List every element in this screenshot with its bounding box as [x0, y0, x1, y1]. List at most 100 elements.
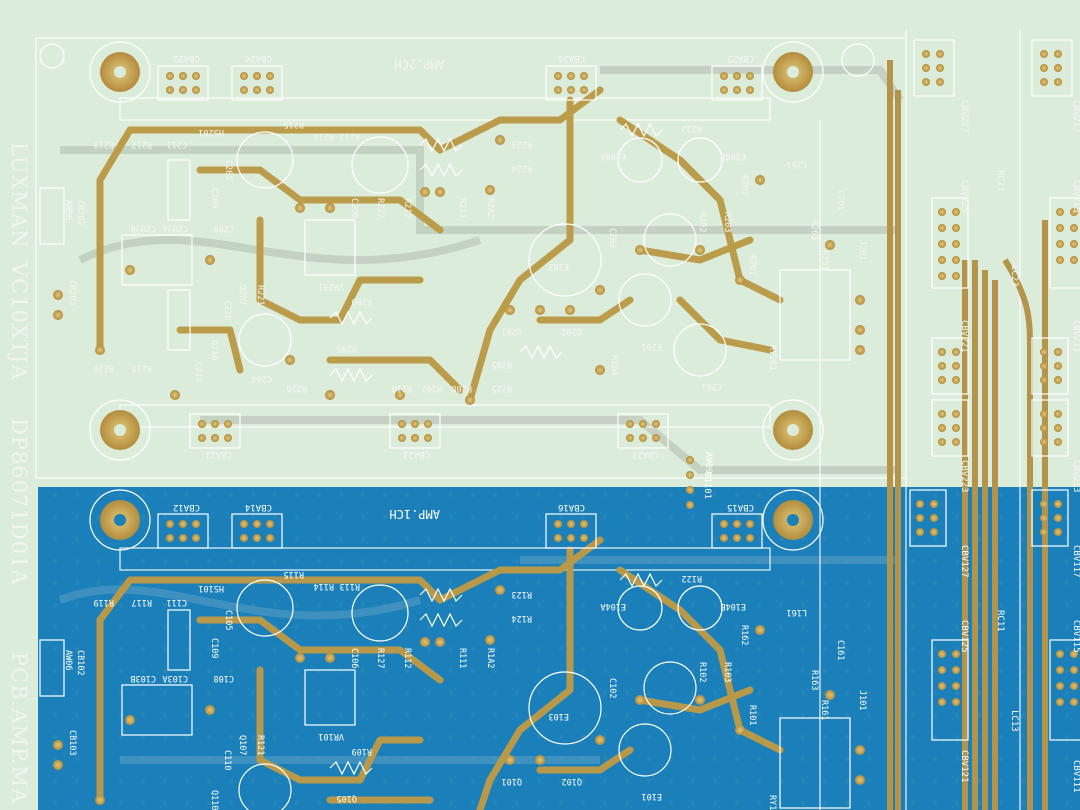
ref-label: R109 [352, 746, 372, 756]
right-label: CBV121 [959, 750, 969, 783]
conn-label: CBA21 [205, 449, 232, 459]
conn-label: CBA15 [727, 502, 754, 512]
ref-label: C109 [209, 638, 219, 658]
ref-label: C205 [223, 160, 233, 180]
ref-label: E101 [642, 791, 662, 801]
conn-label: CBA27 [632, 449, 659, 459]
ref-label: Q101 [502, 776, 522, 786]
right-label: CBV111 [1071, 760, 1080, 793]
right-label: CBV211 [1071, 320, 1080, 353]
right-label: CBV227 [959, 100, 969, 133]
ref-label: VR201 [318, 281, 344, 291]
ref-label: E104A [600, 601, 626, 611]
mounting-holes [39, 41, 875, 551]
conn-label: CBA25 [727, 53, 754, 63]
right-label: RC11 [995, 610, 1005, 632]
ref-label: R218 [132, 363, 152, 373]
ref-label: Q201 [502, 326, 522, 336]
ref-label: R119 [94, 597, 114, 607]
ref-label: C261 [835, 190, 845, 210]
right-label: LC23 [1009, 265, 1019, 287]
ref-label: R223 [512, 139, 532, 149]
ref-label: R203 [722, 212, 732, 232]
ref-label: CB203 [67, 280, 77, 306]
copper-traces-ch2 [96, 86, 784, 404]
ref-label: R262 [739, 175, 749, 195]
ref-label: E203 [549, 261, 569, 271]
ref-label: HS101 [198, 583, 224, 593]
ref-label: R212 [402, 198, 412, 218]
ref-label: C108 [214, 673, 234, 683]
ref-label: Q210 [209, 340, 219, 360]
ref-label: R102 [697, 662, 707, 682]
right-label: CBV223 [959, 460, 969, 493]
right-label: LC13 [1009, 710, 1019, 732]
ref-label: C103B [130, 673, 156, 683]
conn-label: CBA14 [245, 502, 272, 512]
ref-label: CB102 [75, 650, 85, 676]
ref-label: R163 [809, 670, 819, 690]
ref-label: R101 [747, 705, 757, 725]
ref-label: Q207 [237, 285, 247, 305]
conn-label: CBA24 [245, 53, 272, 63]
right-label: RC21 [995, 170, 1005, 192]
connector-headers [157, 39, 1080, 741]
ref-label: L261 [787, 159, 807, 169]
ref-label: R121 [255, 735, 265, 755]
ref-label: C103A [162, 673, 188, 683]
ref-label: R207 [422, 383, 442, 393]
ref-label: Q105 [337, 793, 357, 803]
ref-label: C209 [209, 188, 219, 208]
ref-label: C110 [222, 750, 232, 770]
ref-label: HS201 [198, 127, 224, 137]
ref-label: R117 [132, 597, 152, 607]
ref-label: R225 [492, 383, 512, 393]
solder-pads [53, 135, 865, 805]
brand-text: LUXMAN [7, 142, 31, 249]
ref-label: J201 [857, 240, 867, 260]
ref-label: R204 [609, 355, 619, 375]
ref-label: CB103 [67, 730, 77, 756]
ref-label: Q102 [562, 776, 582, 786]
ref-label: R208 [452, 383, 472, 393]
type-text: PCB.AMP.MA [7, 652, 31, 804]
right-label: CBV217 [1071, 100, 1080, 133]
ref-label: C212 [193, 362, 203, 382]
ref-label: E201 [642, 341, 662, 351]
ref-label: C208 [214, 223, 234, 233]
ref-label: R222 [682, 123, 702, 133]
ref-label: R113 [340, 581, 360, 591]
ref-label: C102 [607, 678, 617, 698]
ref-label: R213 [340, 131, 360, 141]
ref-label: CB202 [75, 200, 85, 226]
ref-label: C202 [607, 228, 617, 248]
ref-label: R124 [512, 613, 532, 623]
ref-label: E204B [720, 151, 746, 161]
ref-label: C211 [167, 139, 187, 149]
ref-label: C203B [130, 223, 156, 233]
ref-label: R103 [722, 662, 732, 682]
ref-label: C203A [162, 223, 188, 233]
conn-label: CBA22 [173, 53, 200, 63]
ref-label: RY161 [767, 795, 777, 810]
right-label: CBV127 [959, 545, 969, 578]
ref-label: R115 [284, 569, 304, 579]
ref-label: R2A2 [485, 198, 495, 218]
conn-label: CBA23 [403, 449, 430, 459]
conn-label: B1101 [702, 472, 712, 499]
ref-label: AW06 [63, 650, 73, 670]
ref-label: R1A2 [485, 648, 495, 668]
ref-label: R162 [739, 625, 749, 645]
ref-label: R114 [314, 581, 334, 591]
ref-label: R263 [809, 220, 819, 240]
ref-label: R122 [682, 573, 702, 583]
part-text: DP86071D01A [7, 418, 31, 586]
board-id-text: LUXMAN VC10XTJA DP86071D01A PCB.AMP.MA [7, 142, 31, 804]
ref-label: R227 [375, 198, 385, 218]
right-label: CBV221 [959, 320, 969, 353]
ref-label: R214 [314, 131, 334, 141]
ref-label: C210 [222, 300, 232, 320]
ref-label: C106 [349, 648, 359, 668]
bus-traces [887, 60, 1048, 810]
